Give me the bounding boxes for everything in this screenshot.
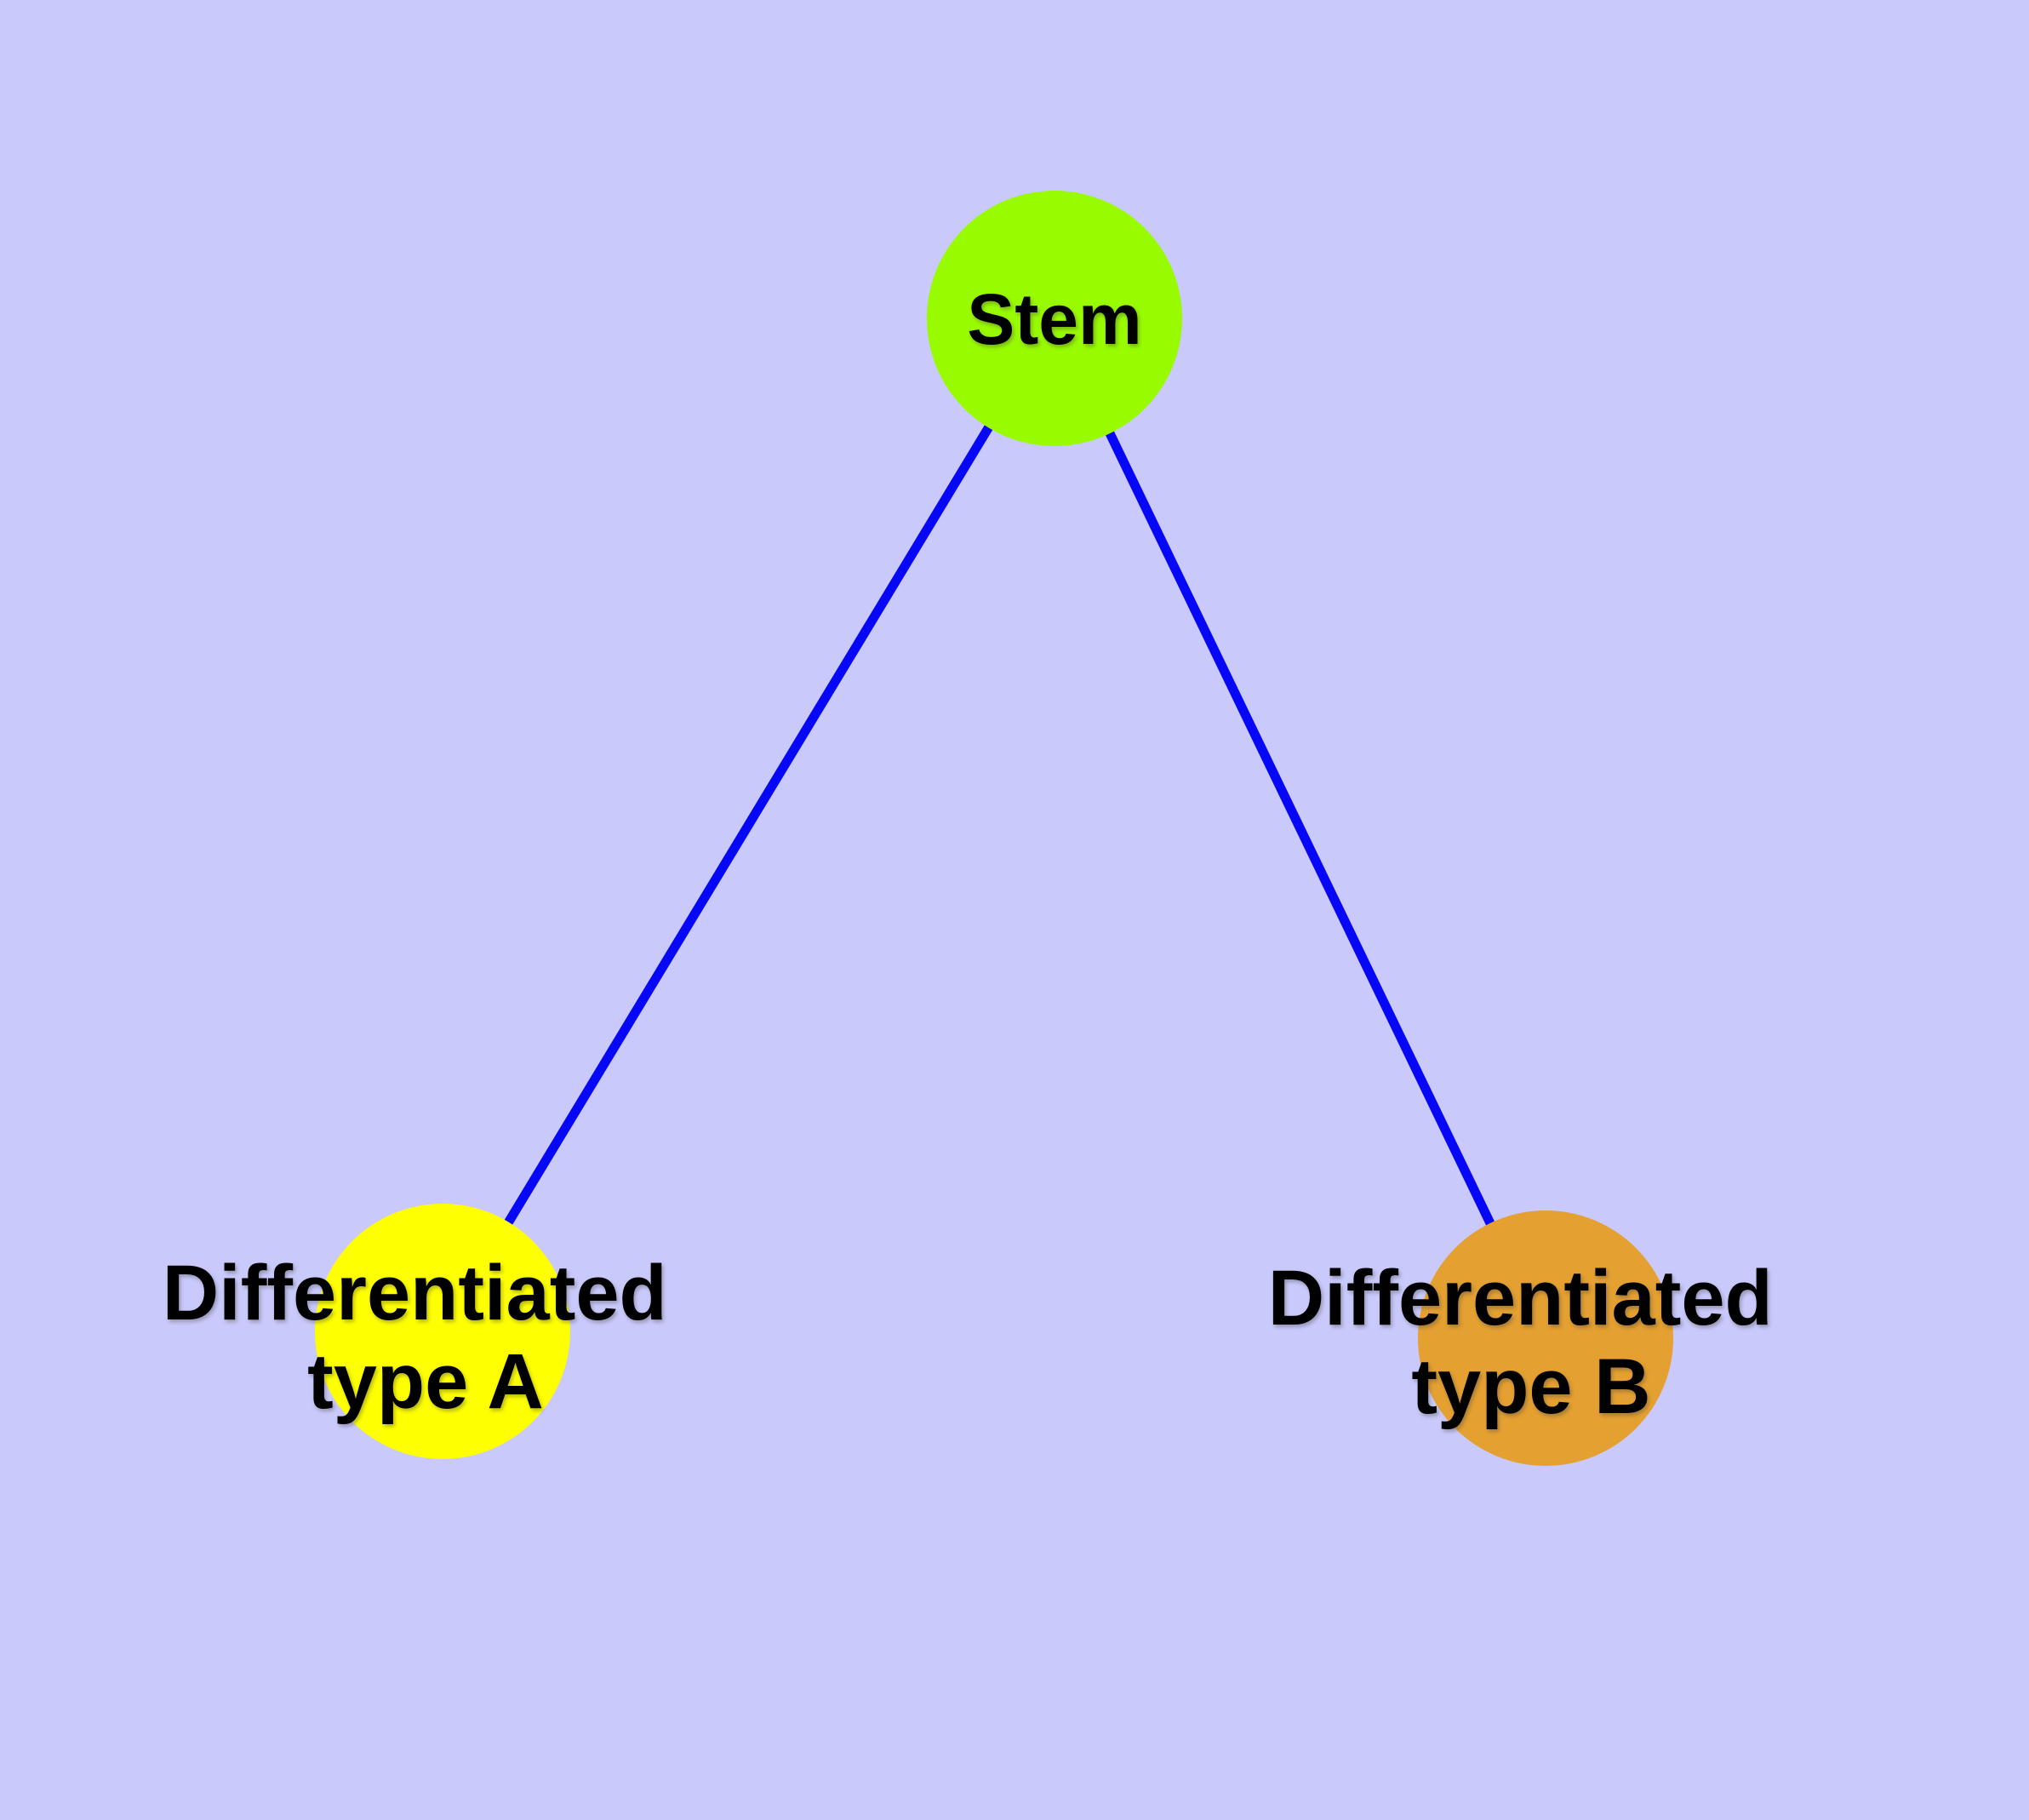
node-differentiated-type-a-label-line1: Differentiated [163, 1250, 667, 1336]
node-differentiated-type-a-label: Differentiated type A [163, 1250, 689, 1425]
node-differentiated-type-b-label: Differentiated type B [1268, 1255, 1795, 1430]
node-differentiated-type-b-circle [1418, 1210, 1673, 1466]
node-differentiated-type-b-label-line1: Differentiated [1268, 1255, 1773, 1342]
node-differentiated-type-b: Differentiated type B [1268, 1210, 1795, 1466]
node-stem-circle [927, 191, 1182, 446]
node-differentiated-type-b-label-line2: type B [1411, 1343, 1650, 1430]
node-stem-label: Stem [967, 279, 1141, 359]
node-stem-label-text: Stem [967, 279, 1141, 359]
node-differentiated-type-a: Differentiated type A [163, 1204, 689, 1459]
node-stem: Stem [927, 191, 1182, 446]
node-differentiated-type-a-label-line2: type A [307, 1338, 544, 1425]
node-differentiated-type-a-circle [315, 1204, 570, 1459]
edge-stem-to-type-b [1050, 316, 1550, 1341]
edge-stem-to-type-a [438, 316, 1059, 1334]
